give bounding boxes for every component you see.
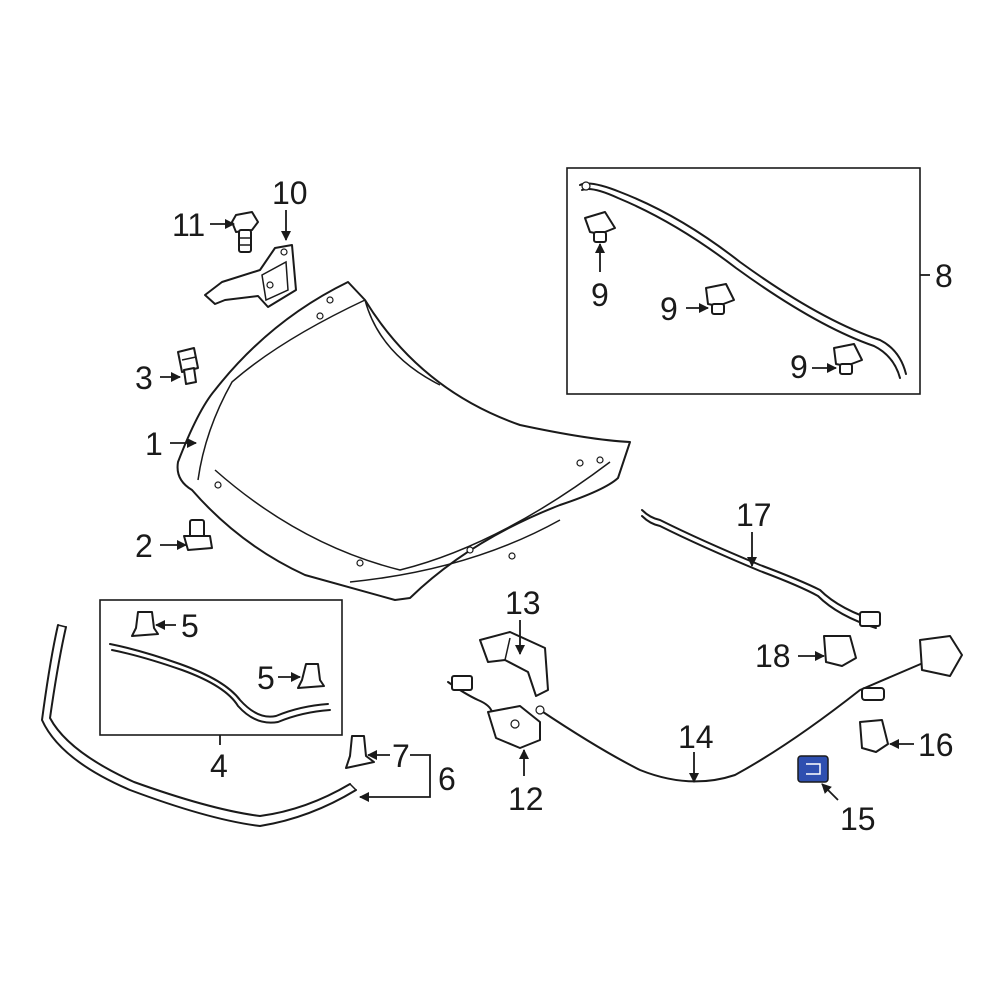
callout-3: 3: [135, 360, 153, 396]
callout-10: 10: [272, 175, 308, 211]
hood-bolt[interactable]: [183, 519, 213, 551]
callout-15: 15: [840, 801, 876, 837]
release-handle-cable[interactable]: [535, 635, 963, 783]
weatherstrip-clip[interactable]: [345, 735, 375, 769]
hood-hinge[interactable]: [204, 244, 297, 308]
insulator-clip-1[interactable]: [584, 211, 616, 243]
callout-6: 6: [438, 761, 456, 797]
callout-5-b: 5: [257, 660, 275, 696]
callout-4: 4: [210, 748, 228, 784]
hood-seal[interactable]: [109, 643, 331, 724]
callout-8: 8: [935, 258, 953, 294]
seal-group-box: [99, 599, 343, 736]
callout-1: 1: [145, 426, 163, 462]
leader-lines: [155, 210, 930, 802]
hinge-bolt[interactable]: [231, 211, 259, 253]
callout-9-b: 9: [660, 291, 678, 327]
bumper-stop[interactable]: [177, 347, 199, 385]
insulator-clip-3[interactable]: [833, 343, 863, 375]
callout-17: 17: [736, 497, 772, 533]
callout-7: 7: [392, 738, 410, 774]
callout-9-a: 9: [591, 277, 609, 313]
callout-12: 12: [508, 781, 544, 817]
callout-13: 13: [505, 585, 541, 621]
callout-16: 16: [918, 727, 954, 763]
latch-bracket[interactable]: [479, 631, 549, 697]
hood-insulator-strip[interactable]: [579, 181, 907, 379]
highlighted-clip-15[interactable]: [797, 755, 829, 783]
insulator-group-box: [566, 167, 921, 395]
hood-panel[interactable]: [176, 281, 631, 601]
callout-14: 14: [678, 719, 714, 755]
insulator-clip-2[interactable]: [705, 283, 735, 315]
callout-labels: 1 2 3 11 10 9 9 9 8 5 5 4 7 6 13 12 14 1…: [135, 175, 954, 837]
callout-2: 2: [135, 528, 153, 564]
seal-clip-2[interactable]: [297, 663, 325, 689]
callout-9-c: 9: [790, 349, 808, 385]
seal-clip-1[interactable]: [131, 611, 159, 637]
callout-11: 11: [172, 207, 205, 243]
cable-clip-16[interactable]: [859, 719, 889, 753]
callout-5-a: 5: [181, 608, 199, 644]
callout-18: 18: [755, 638, 791, 674]
hood-weatherstrip[interactable]: [41, 624, 357, 827]
cable-clip-18[interactable]: [823, 635, 857, 667]
hood-latch[interactable]: [447, 675, 541, 749]
hood-release-cable[interactable]: [641, 509, 881, 629]
